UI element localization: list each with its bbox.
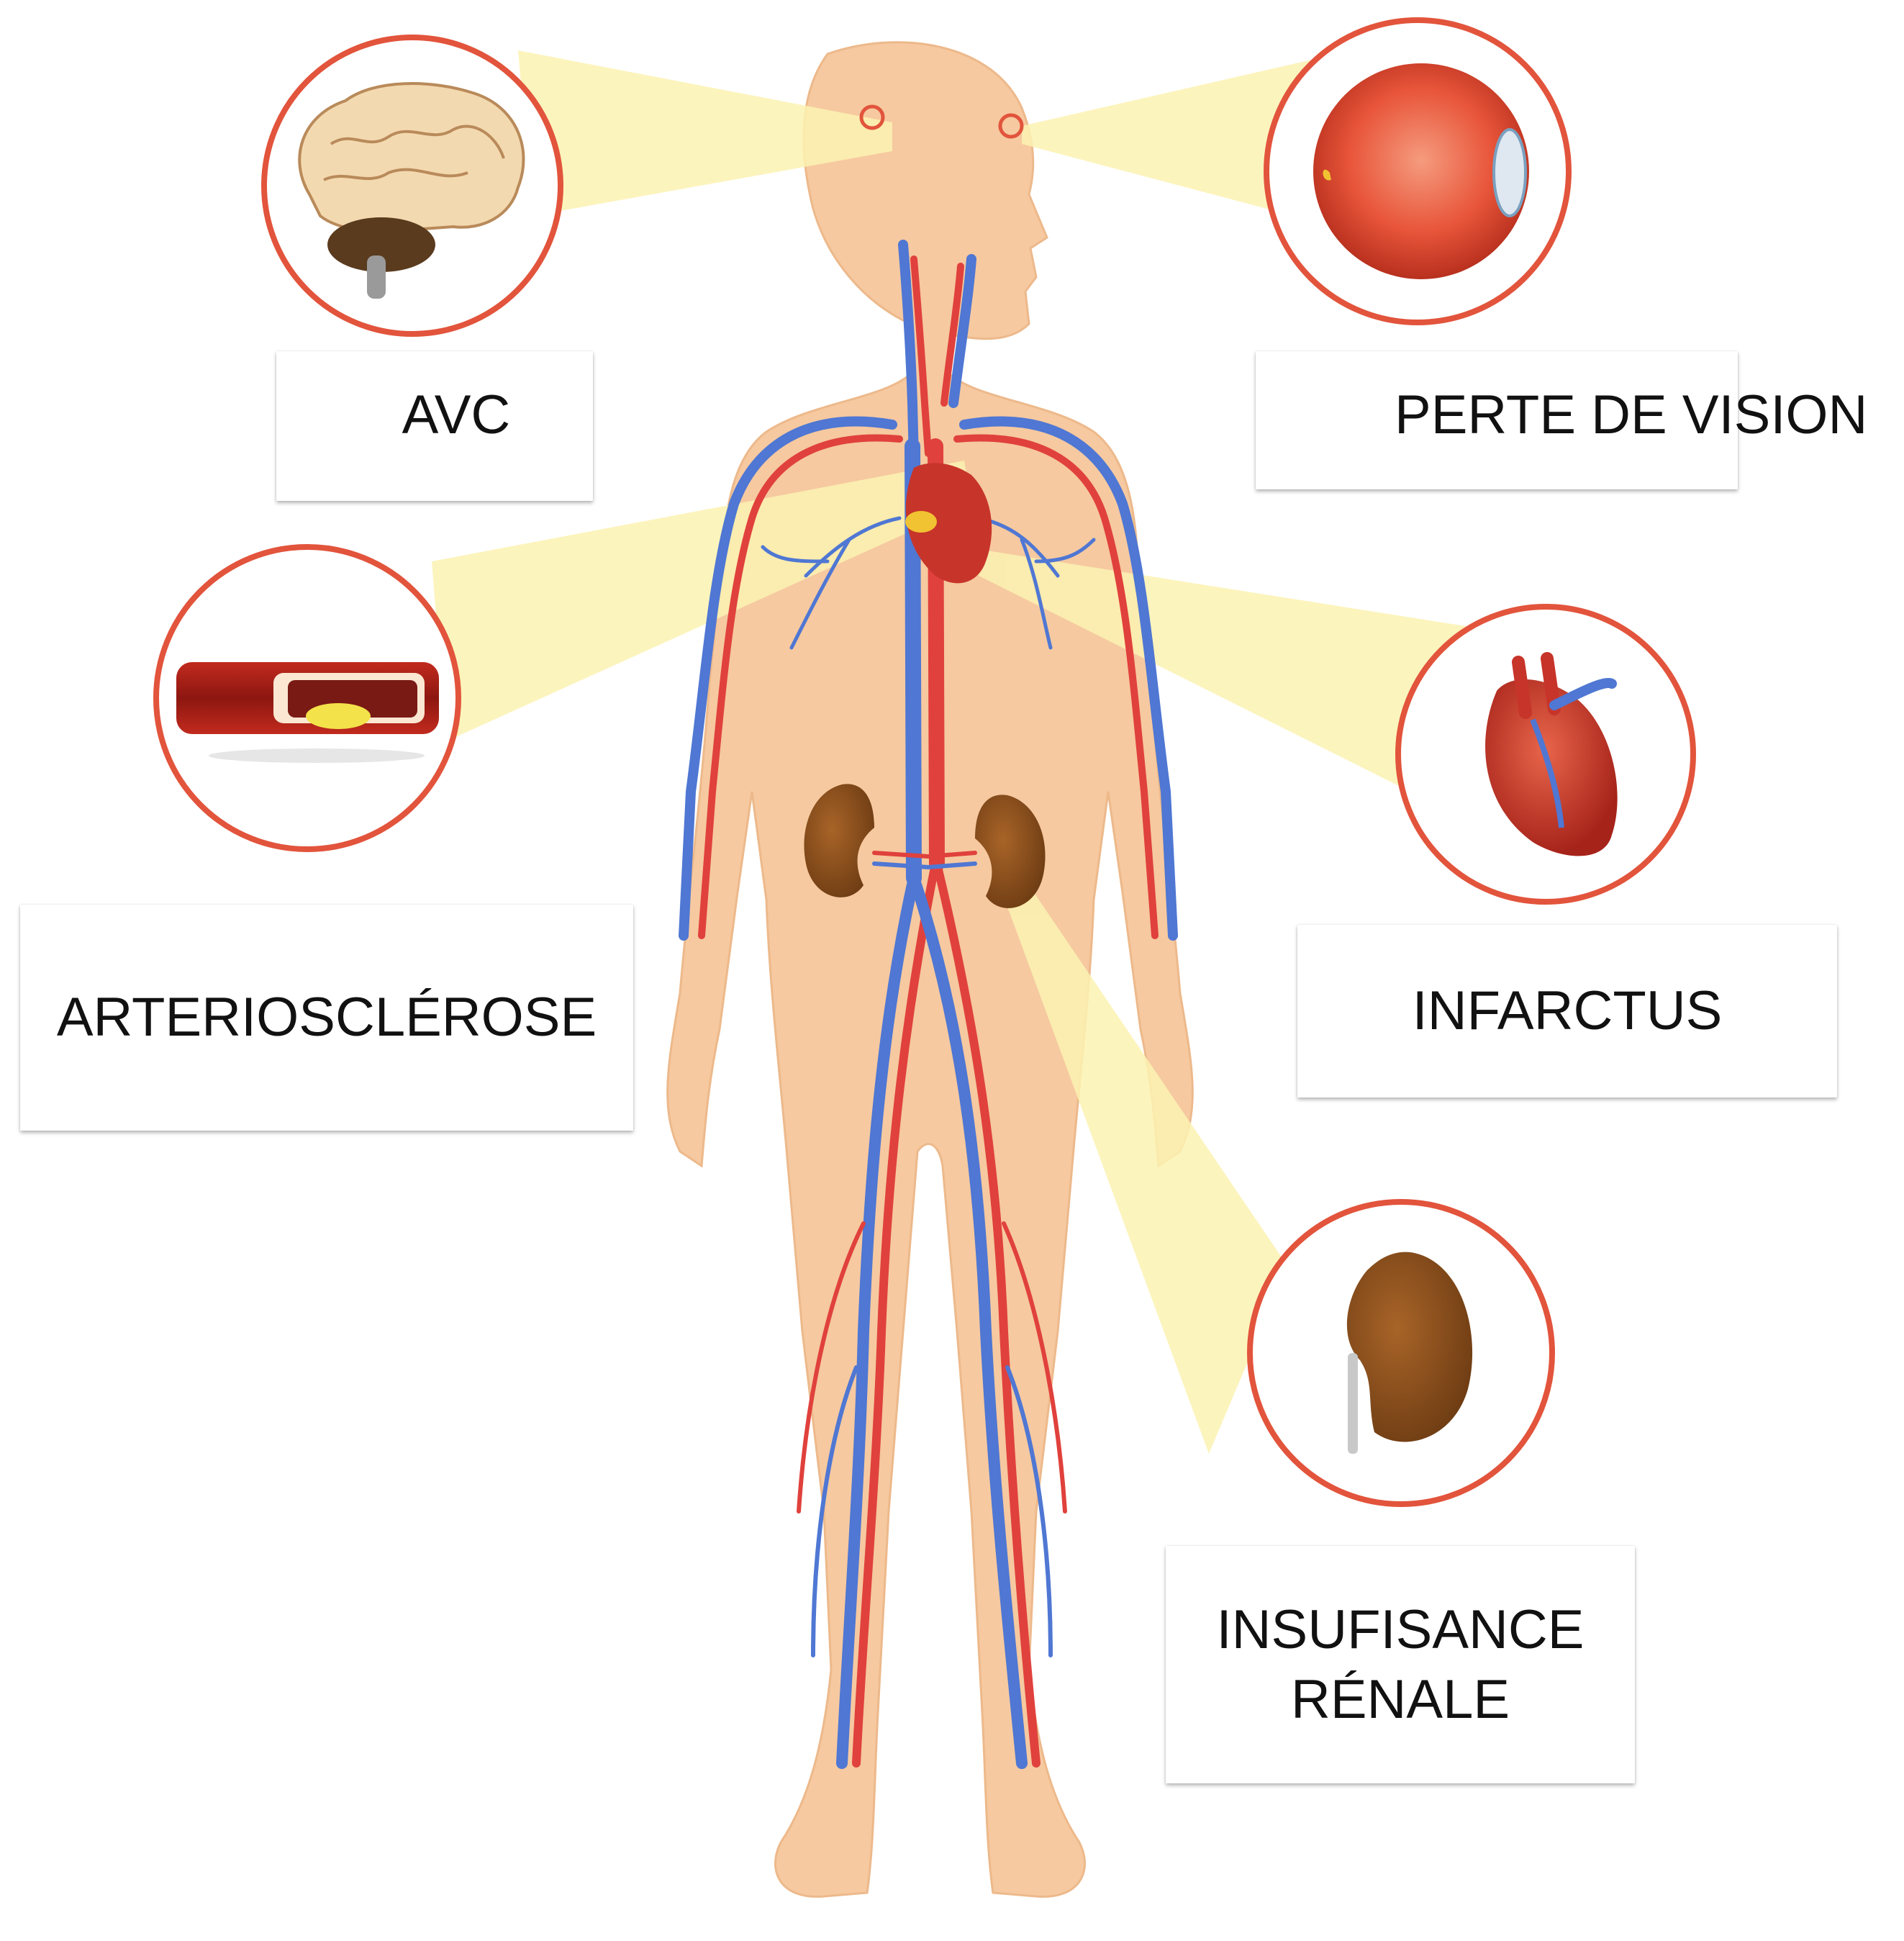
label-vision-text: PERTE DE VISION (1395, 380, 1867, 450)
heart-circle (1398, 607, 1693, 902)
label-renal-line2: RÉNALE (1291, 1665, 1510, 1734)
label-arterio: ARTERIOSCLÉROSE (20, 905, 633, 1131)
artery-circle (156, 547, 458, 849)
label-infarct-text: INFARCTUS (1413, 976, 1723, 1046)
label-renal: INSUFISANCE RÉNALE (1166, 1546, 1635, 1783)
label-renal-line1: INSUFISANCE (1217, 1595, 1585, 1665)
eye-circle (1266, 20, 1569, 322)
label-vision: PERTE DE VISION (1256, 351, 1738, 489)
label-avc: AVC (276, 351, 593, 501)
brain-circle (264, 37, 561, 334)
body-silhouette (668, 42, 1193, 1897)
label-avc-text: AVC (402, 380, 511, 450)
eye-icon (1313, 63, 1529, 279)
label-infarct: INFARCTUS (1297, 925, 1837, 1098)
kidney-circle (1250, 1202, 1552, 1504)
label-arterio-text: ARTERIOSCLÉROSE (57, 982, 597, 1052)
